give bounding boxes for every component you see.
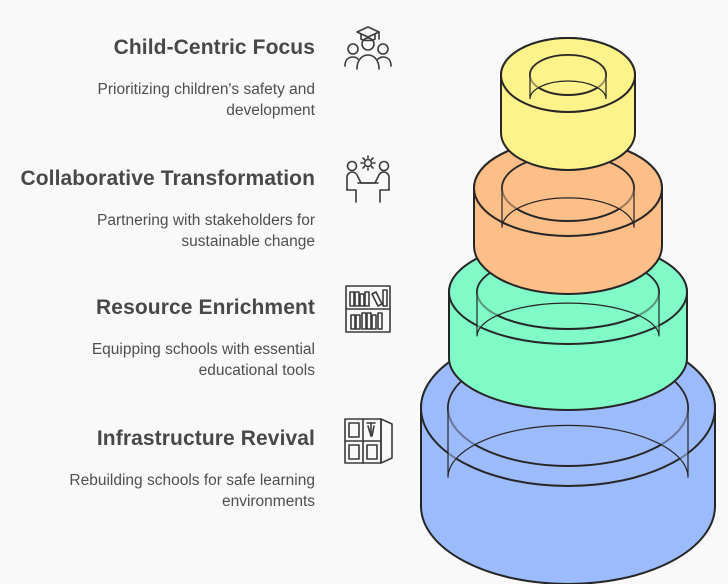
collaboration-icon [342,154,394,206]
student-group-icon [342,24,394,76]
item-description: Partnering with stakeholders for sustain… [97,212,315,250]
open-door-icon [342,414,394,466]
item-description: Equipping schools with essential educati… [91,341,315,379]
item-title: Infrastructure Revival [96,427,315,450]
ring-yellow [500,37,636,171]
item-title: Child-Centric Focus [113,36,315,59]
bookshelf-icon [342,282,394,334]
item-collaborative-transformation: Collaborative Transformation Partnering … [20,167,315,252]
item-infrastructure-revival: Infrastructure Revival Rebuilding school… [25,427,315,512]
ring-inner-wall [529,54,607,100]
item-child-centric-focus: Child-Centric Focus Prioritizing childre… [25,36,315,121]
item-resource-enrichment: Resource Enrichment Equipping schools wi… [25,296,315,381]
item-description: Rebuilding schools for safe learning env… [69,472,315,510]
item-title: Collaborative Transformation [20,167,315,190]
item-description: Prioritizing children's safety and devel… [97,81,315,119]
item-title: Resource Enrichment [96,296,315,319]
